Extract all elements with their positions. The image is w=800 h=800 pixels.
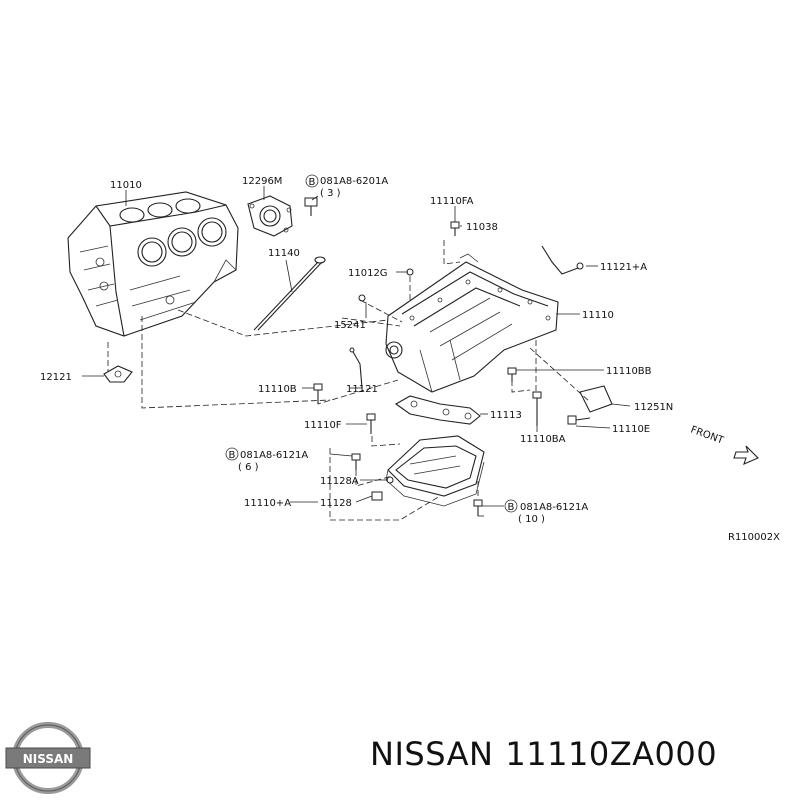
b-mark-letter: B: [508, 502, 515, 513]
label-11010: 11010: [110, 180, 142, 191]
label-081a8-6121a-6: 081A8-6121A: [240, 450, 308, 461]
label-11121a: 11121+A: [600, 262, 647, 273]
label-11128: 11128: [320, 498, 352, 509]
label-081a8-6201a: 081A8-6201A: [320, 176, 388, 187]
label-11128a: 11128A: [320, 476, 359, 487]
label-11110fa: 11110FA: [430, 196, 474, 207]
label-11110: 11110: [582, 310, 614, 321]
cylinder-block-drawing: [67, 191, 239, 337]
b-mark-icon: [504, 499, 518, 513]
front-label: FRONT: [689, 424, 726, 446]
label-11110ba: 11110BA: [520, 434, 566, 445]
label-12121: 12121: [40, 372, 72, 383]
label-15241: 15241: [334, 320, 366, 331]
nissan-logo-icon: NISSAN: [5, 722, 91, 794]
label-11251n: 11251N: [634, 402, 673, 413]
bolt-081a8-6201a-drawing: [304, 197, 318, 216]
label-11038: 11038: [466, 222, 498, 233]
lower-oil-pan-drawing: [385, 435, 485, 507]
label-qty-10: ( 10 ): [518, 514, 545, 525]
label-qty-3: ( 3 ): [320, 188, 341, 199]
svg-text:NISSAN: NISSAN: [23, 752, 74, 766]
label-11012g: 11012G: [348, 268, 388, 279]
label-11110b: 11110B: [258, 384, 297, 395]
upper-oil-pan-drawing: [385, 253, 559, 393]
front-arrow-icon: [733, 445, 759, 465]
label-11110bb: 11110BB: [606, 366, 652, 377]
rear-oil-seal-retainer-drawing: [247, 195, 293, 237]
part-number: 11110ZA000: [505, 735, 718, 773]
label-11140: 11140: [268, 248, 300, 259]
diagram-reference-code: R110002X: [728, 532, 780, 543]
label-081a8-6121a-10: 081A8-6121A: [520, 502, 588, 513]
leader-lines: [82, 186, 631, 517]
label-11121: 11121: [346, 384, 378, 395]
label-12296m: 12296M: [242, 176, 282, 187]
b-mark-icon: [225, 447, 239, 461]
label-11113: 11113: [490, 410, 522, 421]
label-11110f: 11110F: [304, 420, 342, 431]
label-11110e: 11110E: [612, 424, 650, 435]
brand-part-number-line: NISSAN 11110ZA000: [370, 735, 729, 773]
oil-level-gauge-drawing: [253, 256, 326, 331]
reference-dashed-lines: [107, 240, 591, 521]
baffle-plate-drawing: [394, 395, 481, 425]
b-mark-letter: B: [309, 177, 316, 188]
label-qty-6: ( 6 ): [238, 462, 259, 473]
small-parts-drawing: [103, 221, 613, 516]
brand-name: NISSAN: [370, 735, 494, 773]
b-mark-letter: B: [229, 450, 236, 461]
label-11110a: 11110+A: [244, 498, 291, 509]
b-mark-icon: [305, 174, 319, 188]
